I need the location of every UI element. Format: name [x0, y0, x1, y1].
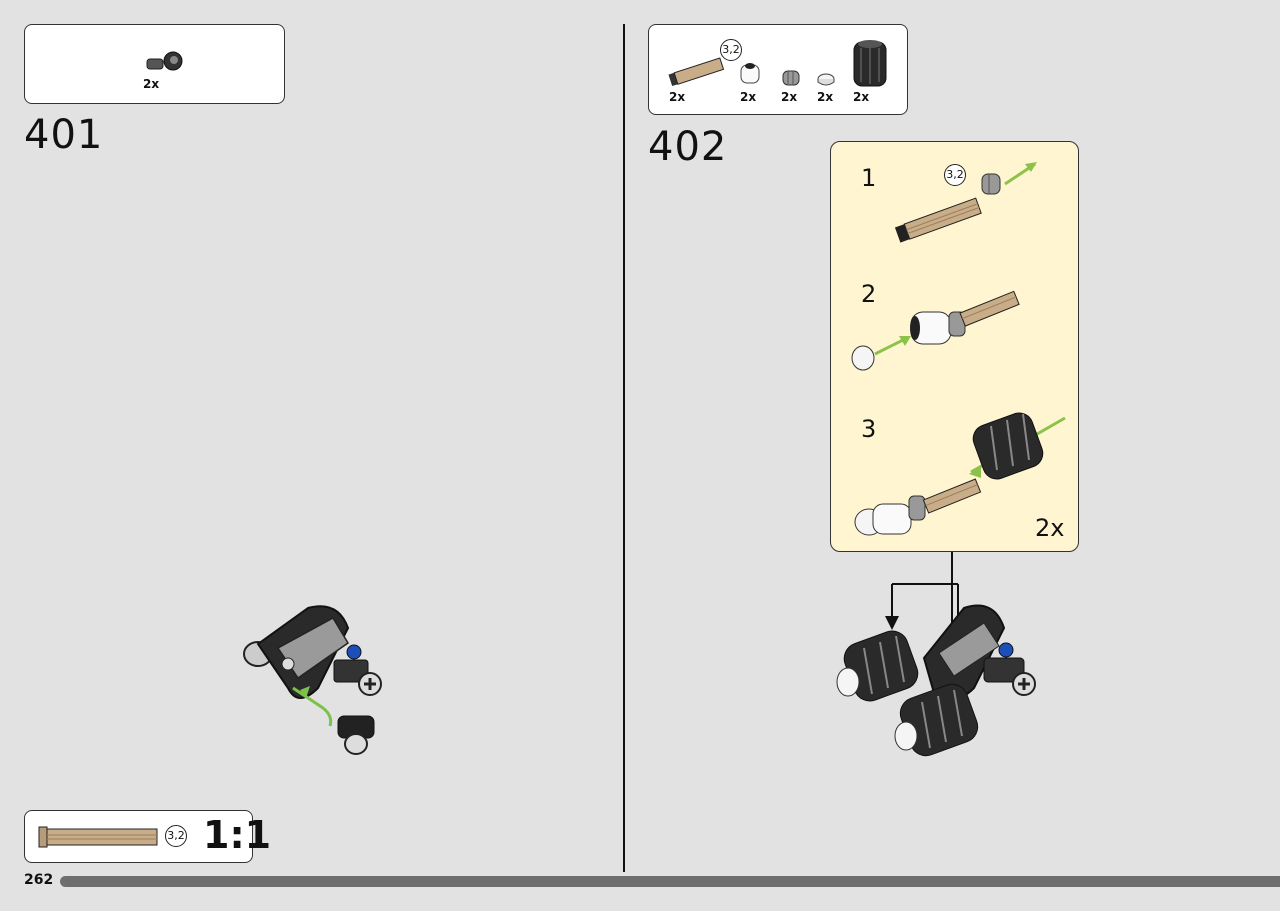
part-qty: 2x [143, 77, 160, 91]
length-badge: 3,2 [720, 39, 742, 61]
part-qty: 2x [781, 90, 798, 104]
pin-connector-icon [146, 51, 183, 71]
substep-1-illustration [894, 162, 1037, 243]
substep-3-illustration [854, 412, 1066, 536]
substep-2-illustration [851, 290, 1020, 371]
bushing-clear-icon [740, 63, 760, 84]
parts-callout-402: 2x 3,2 2x 2x 2x 2x [648, 24, 908, 115]
tire-black-icon [853, 40, 887, 87]
axle-tan-icon [38, 826, 158, 848]
step-number-401: 401 [24, 112, 104, 158]
assembly-402-illustration [836, 604, 1036, 757]
page-number: 262 [24, 872, 54, 888]
length-badge: 3,2 [165, 825, 187, 847]
substep-number-1: 1 [861, 164, 877, 192]
scale-reference-box: 3,2 1:1 [24, 810, 271, 863]
round-tile-white-icon [817, 73, 835, 86]
substep-multiplier: 2x [1035, 514, 1065, 542]
sub-assembly-panel: 1 3,2 2 3 [830, 141, 1079, 552]
substep-number-2: 2 [861, 280, 877, 308]
bush-gray-icon [782, 70, 800, 86]
substep-number-3: 3 [861, 415, 877, 443]
length-badge: 3,2 [944, 164, 966, 186]
part-qty: 2x [817, 90, 834, 104]
scale-ratio: 1:1 [203, 813, 272, 857]
part-qty: 2x [740, 90, 757, 104]
step-number-402: 402 [648, 124, 728, 170]
part-qty: 2x [853, 90, 870, 104]
part-qty: 2x [669, 90, 686, 104]
axle-tan-icon [668, 57, 725, 87]
progress-bar [60, 876, 1280, 887]
assembly-401-illustration [243, 605, 382, 755]
parts-callout-401: 2x [24, 24, 285, 104]
page-divider [623, 24, 625, 872]
